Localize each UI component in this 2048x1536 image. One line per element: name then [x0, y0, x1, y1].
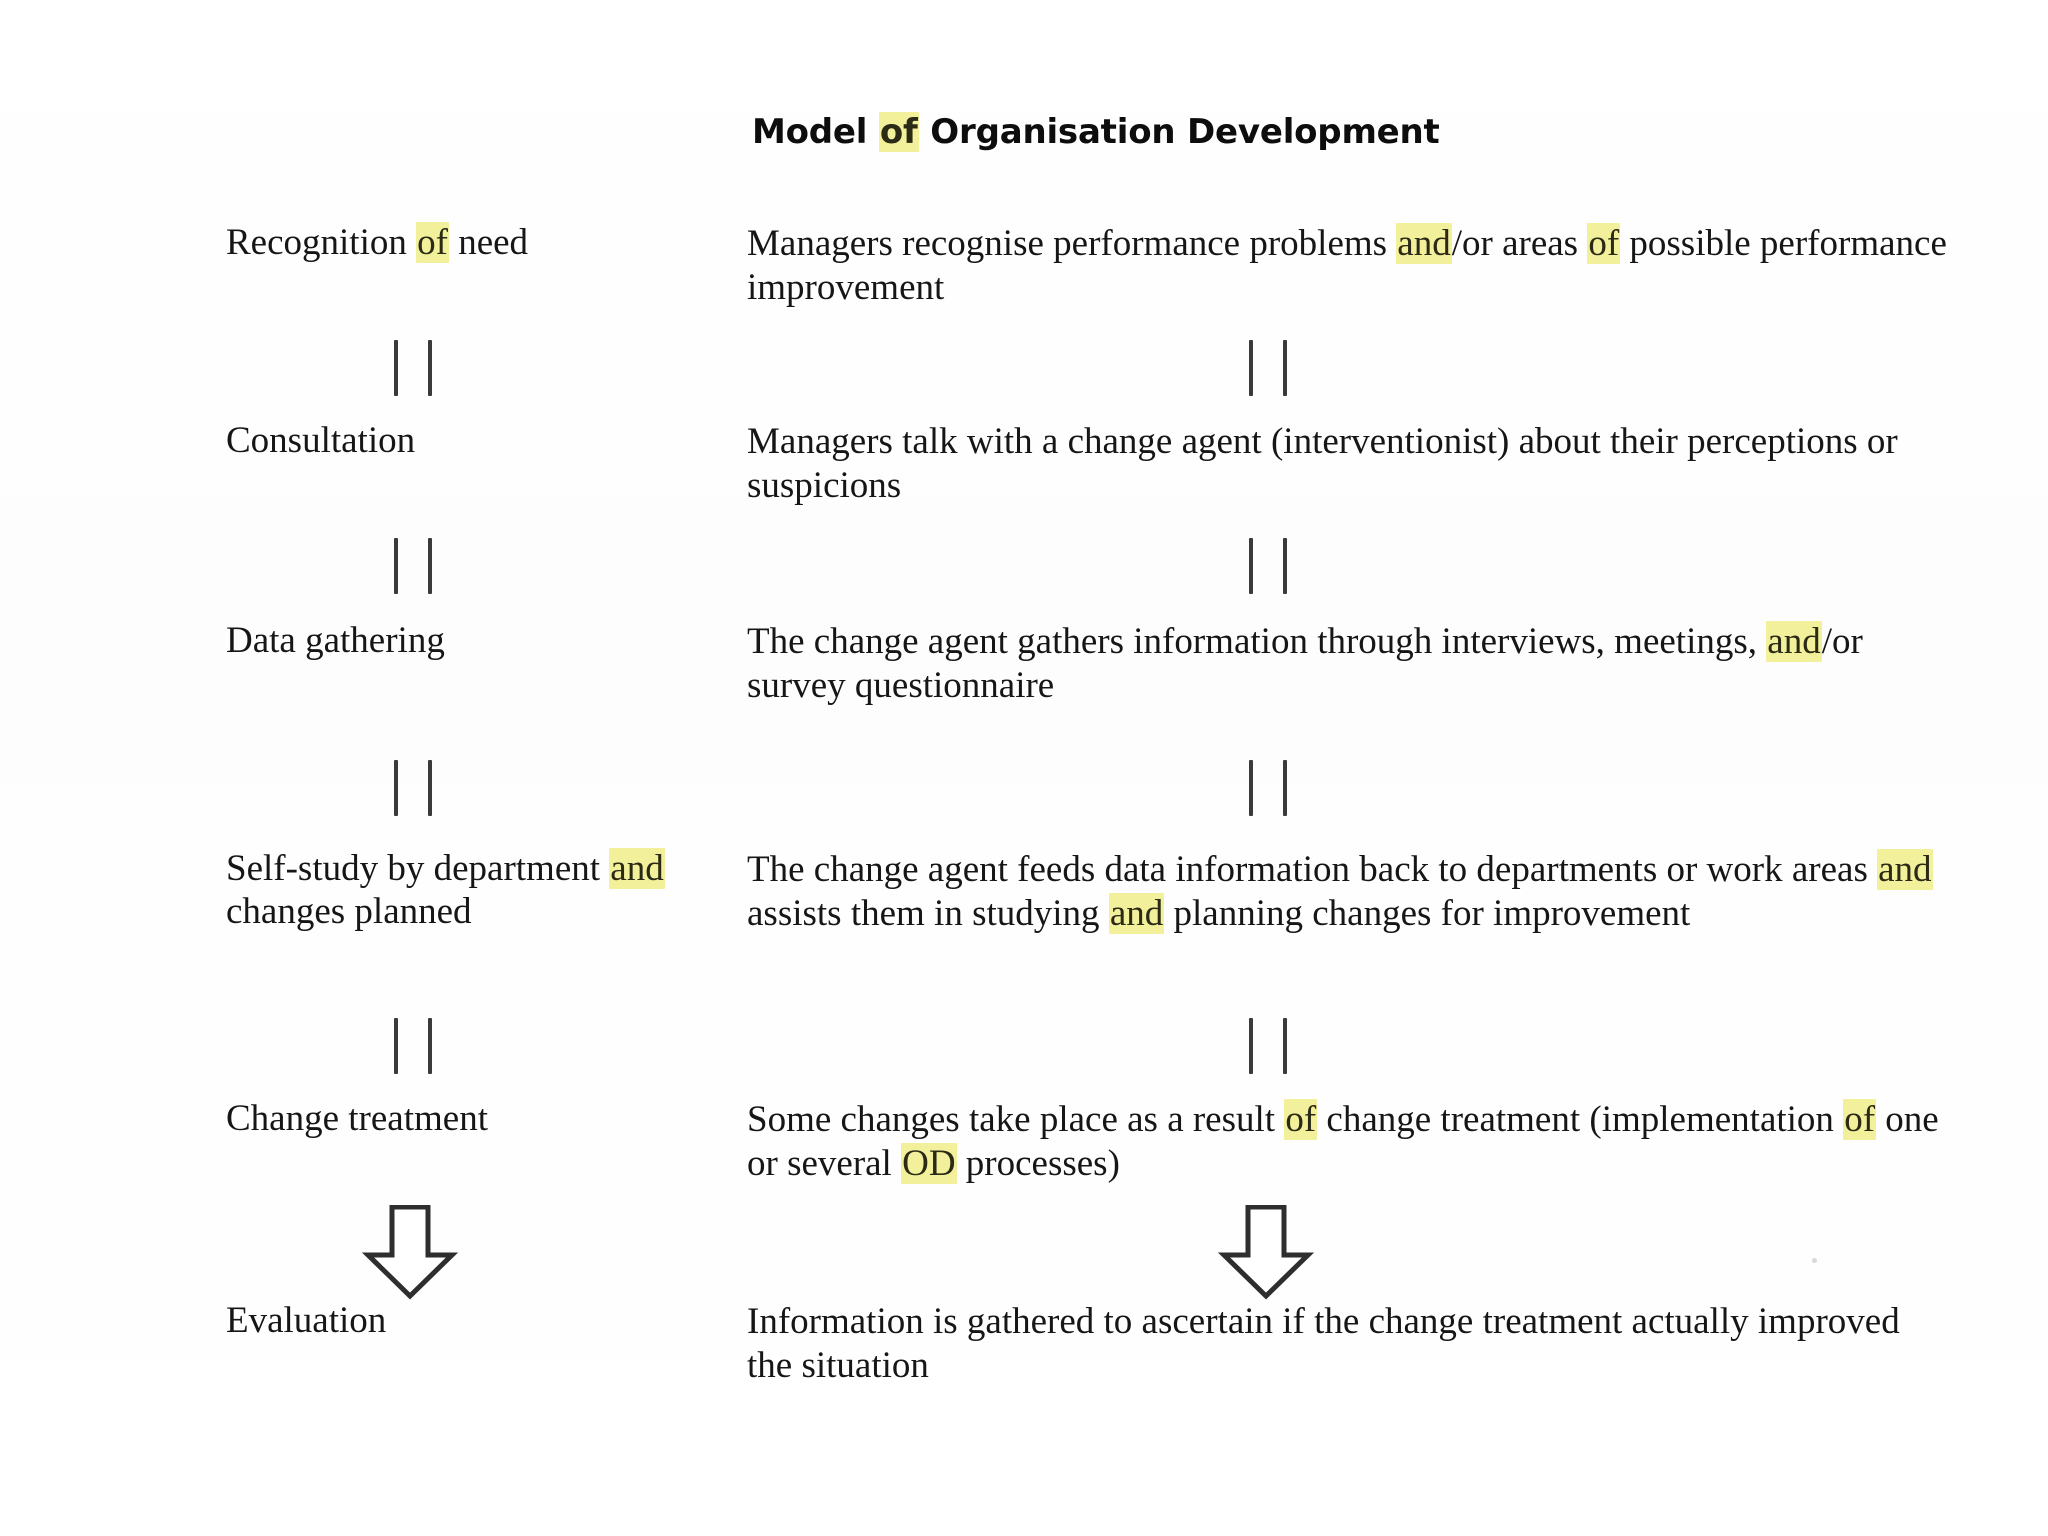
connector-right-4 [1249, 1018, 1287, 1074]
highlighted-term: and [1877, 849, 1933, 890]
down-arrow-icon-right [1216, 1205, 1316, 1300]
highlighted-term: of [878, 112, 919, 152]
highlighted-term: of [416, 222, 449, 263]
highlighted-term: of [1587, 223, 1621, 264]
connector-left-3 [394, 760, 432, 816]
connector-left-4 [394, 1018, 432, 1074]
page-title: Model of Organisation Development [752, 112, 1440, 152]
down-arrow-icon-left [360, 1205, 460, 1300]
stage-description-recognition-of-need: Managers recognise performance problems … [747, 223, 1947, 308]
stage-description-self-study-by-department: The change agent feeds data information … [747, 849, 1933, 934]
stage-label-evaluation: Evaluation [226, 1300, 387, 1341]
highlighted-term: of [1284, 1099, 1318, 1140]
stage-description-consultation: Managers talk with a change agent (inter… [747, 421, 1898, 506]
connector-left-1 [394, 340, 432, 396]
stage-description-change-treatment: Some changes take place as a result of c… [747, 1099, 1939, 1184]
stage-label-recognition-of-need: Recognition of need [226, 222, 529, 263]
stage-label-self-study-by-department: Self-study by department and changes pla… [226, 848, 665, 932]
stage-label-data-gathering: Data gathering [226, 620, 445, 661]
stage-description-evaluation: Information is gathered to ascertain if … [747, 1301, 1900, 1386]
highlighted-term: OD [901, 1142, 957, 1184]
highlighted-term: of [1843, 1099, 1877, 1140]
stage-label-change-treatment: Change treatment [226, 1098, 488, 1139]
connector-right-1 [1249, 340, 1287, 396]
connector-right-2 [1249, 538, 1287, 594]
stage-label-consultation: Consultation [226, 420, 416, 461]
stage-description-data-gathering: The change agent gathers information thr… [747, 621, 1863, 706]
highlighted-term: and [1766, 621, 1822, 662]
connector-right-3 [1249, 760, 1287, 816]
highlighted-term: and [609, 848, 665, 889]
highlighted-term: and [1396, 223, 1452, 264]
connector-left-2 [394, 538, 432, 594]
scan-speck [1812, 1258, 1817, 1263]
highlighted-term: and [1108, 892, 1165, 934]
